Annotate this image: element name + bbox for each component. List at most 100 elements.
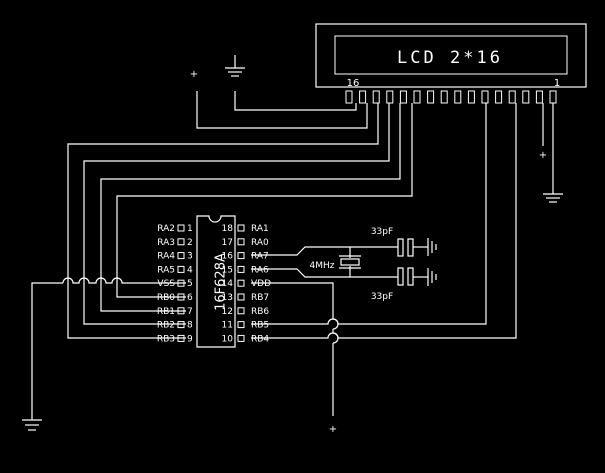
lcd-pin: [481, 90, 489, 104]
chip-pin-box-right: [237, 265, 245, 273]
lcd-pin: [372, 90, 380, 104]
wire-rb4: [344, 103, 517, 339]
chip-pin-box-left: [177, 293, 185, 301]
chip-pin-box-left: [177, 265, 185, 273]
chip-pin-number-left: 9: [187, 334, 193, 344]
lcd-pin: [508, 90, 516, 104]
capacitor-2-plate-b: [407, 267, 414, 286]
lcd-pin: [495, 90, 503, 104]
chip-pin-name-right: RA0: [251, 238, 269, 248]
chip-pin-name-right: VDD: [251, 279, 271, 289]
chip-pin-box-right: [237, 279, 245, 287]
capacitor-1-plate-b: [407, 238, 414, 257]
chip-pin-name-right: RB7: [251, 293, 269, 303]
wire-rb5: [344, 103, 487, 325]
lcd-screen: [334, 35, 568, 75]
chip-pin-name-right: RA1: [251, 224, 269, 234]
chip-pin-name-left: RB1: [157, 307, 175, 317]
lcd-power-wires: [196, 91, 368, 129]
chip-pin-box-left: [177, 224, 185, 232]
wire-rb3: [67, 103, 379, 339]
chip-pin-name-right: RA7: [251, 252, 269, 262]
chip-pin-box-right: [237, 252, 245, 260]
plus-symbol-vdd: +: [329, 424, 337, 435]
chip-pin-number-right: 16: [222, 252, 234, 262]
lcd-pin-row: [345, 90, 557, 104]
chip-pin-name-left: RB0: [157, 293, 175, 303]
capacitor-2-label: 33pF: [371, 292, 393, 302]
lcd-pin: [413, 90, 421, 104]
data-bus-wires: [67, 103, 413, 339]
chip-pin-number-left: 8: [187, 321, 193, 331]
chip-pin-box-left: [177, 334, 185, 342]
chip-pin-number-right: 11: [222, 321, 233, 331]
wire-rb0: [116, 103, 413, 298]
crystal-body: [340, 258, 360, 266]
chip-name: 16F628A: [214, 253, 229, 311]
lcd-pin: [345, 90, 353, 104]
chip-pin-name-left: RB3: [157, 334, 175, 344]
chip-pin-box-right: [237, 307, 245, 315]
chip-body: [196, 215, 236, 348]
control-wires: [251, 103, 517, 339]
lcd-label: LCD 2*16: [397, 48, 503, 68]
chip-pin-name-left: RA5: [157, 265, 175, 275]
capacitor-1-plate-a: [397, 238, 404, 257]
lcd-pin: [549, 90, 557, 104]
lcd-module: LCD 2*16 16 1: [315, 23, 587, 104]
chip-pin-number-right: 14: [222, 279, 234, 289]
chip-pin-number-left: 1: [187, 224, 193, 234]
plus-symbol-lcd: +: [190, 69, 198, 80]
chip-pin-number-right: 18: [222, 224, 234, 234]
lcd-pin: [467, 90, 475, 104]
lcd-pin: [454, 90, 462, 104]
crystal-label: 4MHz: [310, 261, 335, 271]
chip-pin-number-right: 17: [222, 238, 233, 248]
chip-pin-name-right: RB5: [251, 321, 269, 331]
plus-symbol-lcd-right: +: [539, 150, 547, 161]
chip-pin-number-left: 4: [187, 265, 193, 275]
chip-pin-number-right: 10: [222, 334, 234, 344]
lcd-outer-frame: [315, 23, 587, 88]
chip-pin-number-right: 13: [222, 293, 233, 303]
chip-pin-name-left: RA4: [157, 252, 175, 262]
lcd-pin: [522, 90, 530, 104]
chip-pin-name-right: RA6: [251, 265, 269, 275]
chip-pin-box-right: [237, 321, 245, 329]
chip-pin-number-left: 3: [187, 252, 193, 262]
capacitor-2-plate-a: [397, 267, 404, 286]
chip-pin-box-right: [237, 224, 245, 232]
lcd-pin: [359, 90, 367, 104]
chip-pin-name-left: VSS: [157, 279, 175, 289]
lcd-pin: [440, 90, 448, 104]
chip-pin-name-left: RA3: [157, 238, 175, 248]
oscillator-circuit: 4MHz 33pF 33pF: [251, 227, 437, 302]
chip-pin-box-right: [237, 293, 245, 301]
lcd-pin: [386, 90, 394, 104]
chip-pin-box-left: [177, 279, 185, 287]
chip-pin-box-left: [177, 321, 185, 329]
chip-pin-number-right: 12: [222, 307, 233, 317]
chip-pin-number-right: 15: [222, 265, 233, 275]
chip-pin-name-right: RB6: [251, 307, 269, 317]
chip-pin-name-left: RA2: [157, 224, 175, 234]
wire-rb1: [100, 103, 401, 312]
lcd-right-power: +: [539, 103, 563, 203]
lcd-pin: [427, 90, 435, 104]
chip-pin-box-left: [177, 238, 185, 246]
chip-pin-number-left: 5: [187, 279, 193, 289]
chip-pin-name-right: RB4: [251, 334, 269, 344]
chip-pin-number-left: 7: [187, 307, 193, 317]
chip-pin-number-left: 6: [187, 293, 193, 303]
lcd-pin16-label: 16: [347, 78, 360, 89]
capacitor-1-label: 33pF: [371, 227, 393, 237]
chip-pin-box-right: [237, 334, 245, 342]
chip-pin-name-left: RB2: [157, 321, 175, 331]
chip-pin-box-left: [177, 252, 185, 260]
vdd-power-wire: +: [251, 282, 339, 435]
chip-pin-number-left: 2: [187, 238, 193, 248]
ground-symbol-lcd-top: [225, 55, 245, 77]
